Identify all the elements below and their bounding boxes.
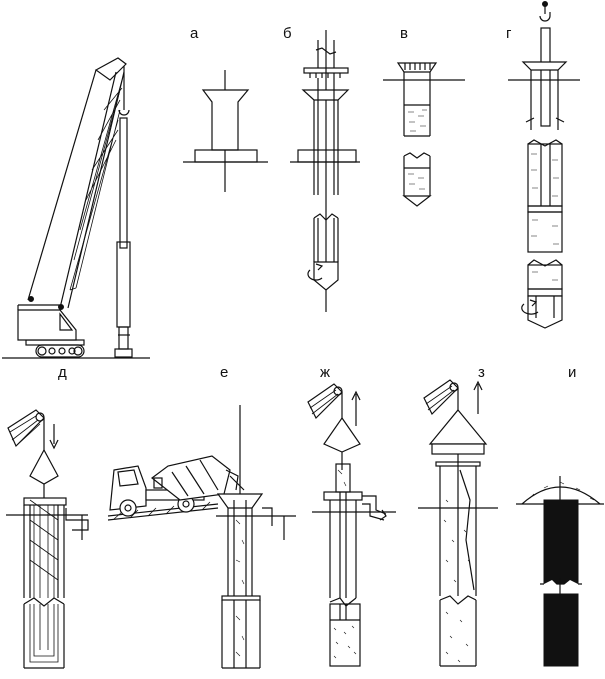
stage-e-drawing: [107, 405, 296, 669]
stage-d-drawing: [6, 409, 89, 669]
stage-label-i: и: [568, 364, 577, 381]
stage-g-drawing: [508, 1, 580, 329]
stage-label-a: а: [190, 25, 199, 42]
stage-zh-drawing: [307, 383, 396, 667]
concrete-mixer-truck: [109, 455, 245, 517]
stage-label-g: г: [506, 25, 512, 42]
stage-a-drawing: [183, 70, 268, 192]
stage-label-v: в: [400, 25, 408, 42]
stage-b-drawing: [290, 30, 360, 312]
stage-i-drawing: [516, 476, 604, 667]
stage-label-b: б: [283, 25, 292, 42]
stage-label-z: з: [478, 364, 485, 381]
stage-label-d: д: [58, 364, 67, 381]
stage-label-e: е: [220, 364, 229, 381]
stage-label-zh: ж: [320, 364, 331, 381]
stage-z-drawing: [418, 379, 498, 667]
crane-drawing: [2, 57, 150, 359]
stage-v-drawing: [383, 62, 465, 207]
